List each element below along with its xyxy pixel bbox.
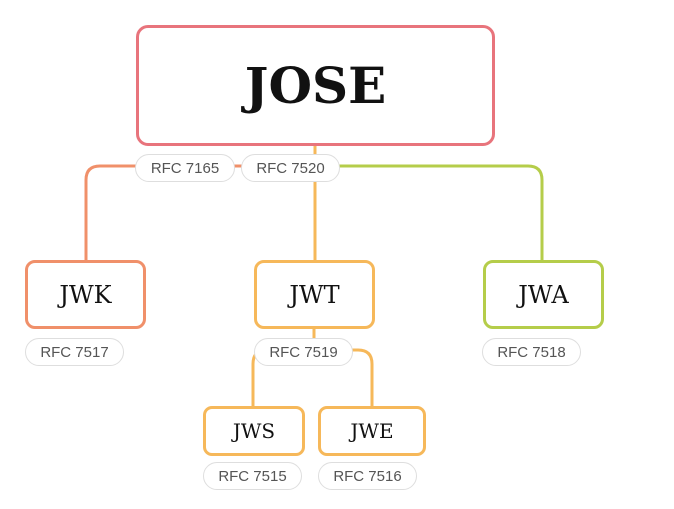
node-jose-label: JOSE <box>244 56 387 115</box>
node-jws-label: JWS <box>232 419 276 443</box>
tag-rfc-7520: RFC 7520 <box>241 154 340 182</box>
connector-jose-jwk <box>84 164 315 260</box>
node-jws[interactable]: JWS <box>203 406 305 456</box>
node-jwe[interactable]: JWE <box>318 406 426 456</box>
node-jwk[interactable]: JWK <box>25 260 146 329</box>
tag-rfc-7518: RFC 7518 <box>482 338 581 366</box>
tag-rfc-7516: RFC 7516 <box>318 462 417 490</box>
node-jwa-label: JWA <box>518 280 569 309</box>
tag-rfc-7519: RFC 7519 <box>254 338 353 366</box>
node-jose[interactable]: JOSE <box>136 25 495 146</box>
node-jwe-label: JWE <box>350 419 394 443</box>
tag-rfc-7165: RFC 7165 <box>135 154 235 182</box>
node-jwt-label: JWT <box>289 280 340 309</box>
node-jwt[interactable]: JWT <box>254 260 375 329</box>
node-jwk-label: JWK <box>59 280 112 309</box>
connector-jose-jwa <box>315 164 544 260</box>
node-jwa[interactable]: JWA <box>483 260 604 329</box>
connector-jwt-jwe <box>314 348 374 406</box>
tag-rfc-7517: RFC 7517 <box>25 338 124 366</box>
tag-rfc-7515: RFC 7515 <box>203 462 302 490</box>
